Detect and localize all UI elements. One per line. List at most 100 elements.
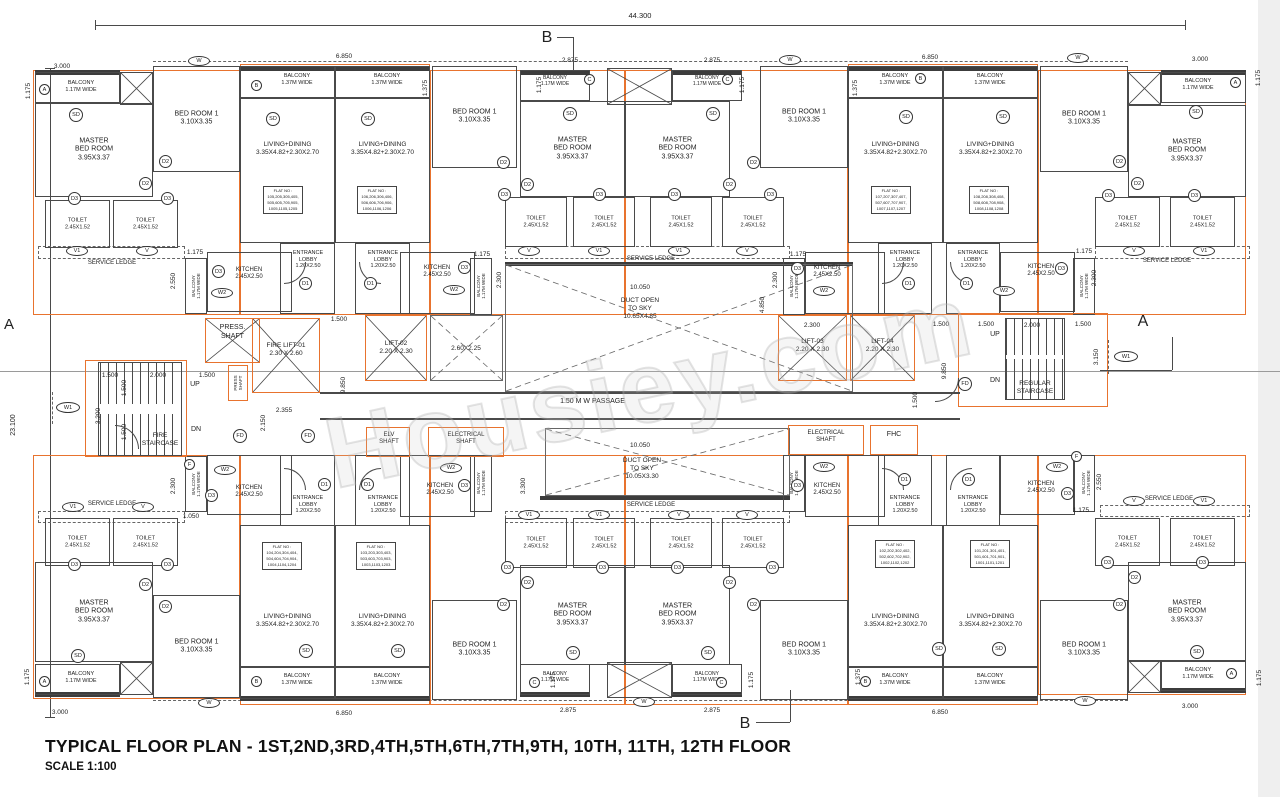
drawing-title: TYPICAL FLOOR PLAN - 1ST,2ND,3RD,4TH,5TH… xyxy=(45,736,792,756)
balcony-tag-b: B xyxy=(251,676,262,687)
duct-box xyxy=(120,72,153,105)
dim: 1.500 xyxy=(101,372,119,379)
sliding-door-tag: SD xyxy=(391,644,405,658)
dim: 6.850 xyxy=(335,53,353,60)
flat-no-box: FLAT NO :101,201,301,401,501,601,701,901… xyxy=(970,540,1010,568)
dim: 1.175 xyxy=(23,668,31,686)
section-marker-b-bottom: B xyxy=(739,715,751,732)
window-tag-w2: W2 xyxy=(993,286,1015,296)
dim-23-100: 23.100 xyxy=(9,414,17,436)
window-tag-w2: W2 xyxy=(440,463,462,473)
flat-no-box: FLAT NO :102,202,302,402,502,602,702,902… xyxy=(875,540,915,568)
door-tag-d3: D3 xyxy=(501,561,514,574)
door-tag-d3: D3 xyxy=(593,188,606,201)
dim: 3.000 xyxy=(51,709,69,716)
room-balcony xyxy=(672,70,742,101)
dim: 2.000 xyxy=(149,372,167,379)
door-tag-d1: D1 xyxy=(902,277,915,290)
door-tag-d3: D3 xyxy=(791,262,804,275)
door-tag-d3: D3 xyxy=(68,192,81,205)
door-tag-d1: D1 xyxy=(318,478,331,491)
dim: 9.850 xyxy=(339,376,347,394)
service-ledge-label: SERVICE LEDGE xyxy=(87,260,137,267)
door-tag-d2: D2 xyxy=(747,156,760,169)
vent-tag-v: V xyxy=(132,502,154,512)
sliding-door-tag: SD xyxy=(266,112,280,126)
balcony-strip xyxy=(470,258,492,315)
door-tag-d2: D2 xyxy=(723,178,736,191)
balcony-strip xyxy=(783,455,805,512)
door-tag-d3: D3 xyxy=(458,261,471,274)
stair-outline xyxy=(1005,318,1065,400)
sliding-door-tag: SD xyxy=(299,644,313,658)
dim: 1.500 xyxy=(977,321,995,328)
dim: 1.175 xyxy=(473,251,491,258)
room-balcony xyxy=(35,72,120,103)
duct-box xyxy=(607,68,672,105)
room-balcony xyxy=(943,66,1038,98)
duct-box xyxy=(1128,72,1161,105)
door-tag-d3: D3 xyxy=(791,479,804,492)
balcony-wall xyxy=(520,70,590,75)
lift-03 xyxy=(778,315,847,381)
balcony-strip xyxy=(1073,258,1095,315)
balcony-tag-b: B xyxy=(915,73,926,84)
room-kitchen xyxy=(400,252,475,314)
vent-tag-v: V xyxy=(1123,246,1145,256)
sliding-door-tag: SD xyxy=(996,110,1010,124)
fire-door-tag: FD xyxy=(301,429,315,443)
dn-label: DN xyxy=(989,377,1001,385)
door-tag-d2: D2 xyxy=(1128,571,1141,584)
dim-tick xyxy=(1185,20,1186,30)
flat-no-box: FLAT NO :105,205,305,405,505,605,705,905… xyxy=(263,186,303,214)
scan-edge xyxy=(1258,0,1280,797)
vent-tag-v1: V1 xyxy=(668,246,690,256)
vent-tag-v: V xyxy=(736,510,758,520)
window-tag-w2: W2 xyxy=(813,286,835,296)
dim: 1.175 xyxy=(549,671,557,689)
duct-open-to-sky-bottom xyxy=(545,428,790,496)
vent-tag-v1: V1 xyxy=(66,246,88,256)
electrical-shaft xyxy=(428,427,504,457)
dim: 1.175 xyxy=(747,671,755,689)
duct-open-to-sky-top xyxy=(505,264,853,392)
fhc-label: FHC xyxy=(886,430,902,438)
door-tag-d1: D1 xyxy=(299,277,312,290)
balcony-tag-c: C xyxy=(584,74,595,85)
room-balcony xyxy=(335,66,430,98)
door-tag-d3: D3 xyxy=(1061,487,1074,500)
door-tag-d1: D1 xyxy=(364,277,377,290)
door-tag-d2: D2 xyxy=(497,156,510,169)
stair-treads xyxy=(100,363,180,404)
section-a-line xyxy=(1172,337,1173,370)
window-tag-w2: W2 xyxy=(813,462,835,472)
dim-44-300: 44.300 xyxy=(628,11,652,20)
dim: 6.850 xyxy=(931,709,949,716)
